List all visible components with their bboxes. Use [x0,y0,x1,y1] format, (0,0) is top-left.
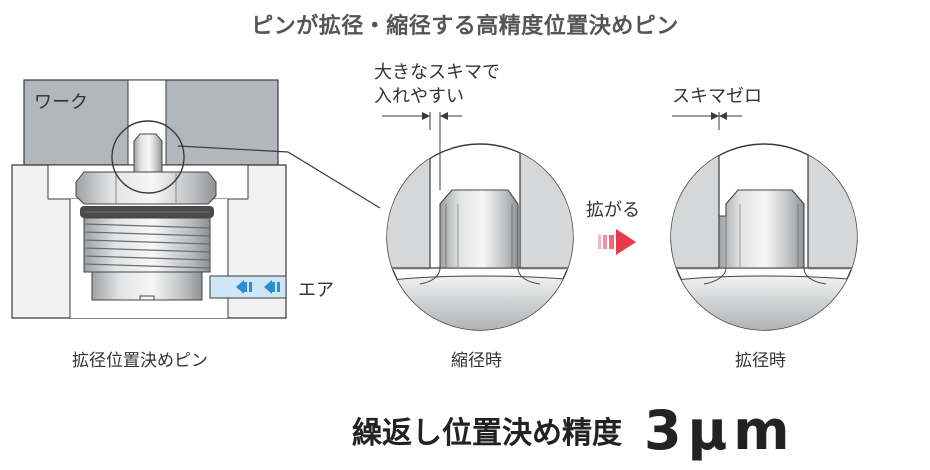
dimension-arrow-icon [422,112,430,120]
gap-note-line1: 大きなスキマで [374,62,500,83]
middle-caption: 縮径時 [451,351,502,371]
pin-tip [133,133,163,173]
left-caption: 拡径位置決めピン [72,351,208,371]
gap-note-line2: 入れやすい [374,86,464,107]
right-caption: 拡径時 [735,351,786,371]
leader-line [177,145,381,209]
dimension-arrow-icon [711,112,719,120]
dimension-arrow-icon [440,112,448,120]
dimension-arrow-icon [719,112,727,120]
zero-gap-note: スキマゼロ [672,86,762,107]
footer: 繰返し位置決め精度 3μm [352,396,796,458]
air-arrow-icon [236,280,252,294]
magnifier-circle [111,120,185,194]
left-figure [11,79,381,319]
accuracy-value: 3μm [644,399,796,462]
expand-label: 拡がる [586,200,640,221]
lower-cylinder [91,271,203,301]
work-label: ワーク [34,92,88,113]
middle-figure [382,112,574,331]
hex-nut [75,171,217,205]
air-arrow-icon [264,280,280,294]
air-label: エア [298,280,334,301]
right-figure [670,112,858,331]
air-channel [209,275,287,299]
accuracy-tagline: 繰返し位置決め精度 [352,416,622,451]
page-title: ピンが拡径・縮径する高精度位置決めピン [251,14,679,39]
expand-arrow-icon [598,229,636,255]
